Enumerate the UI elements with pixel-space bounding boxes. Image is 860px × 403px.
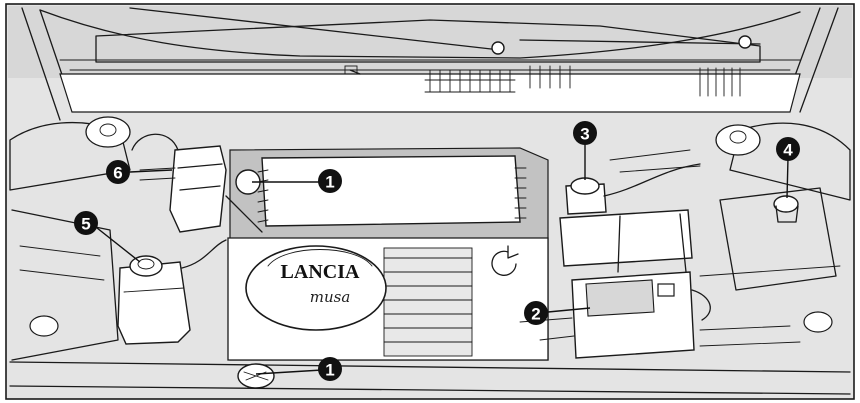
callout-1-top: 1 xyxy=(318,169,342,193)
right-lower-structure xyxy=(699,311,833,347)
callout-1-bottom: 1 xyxy=(318,357,342,381)
callout-5-label: 5 xyxy=(81,215,90,234)
coolant-reservoir xyxy=(117,239,227,345)
lancia-badge xyxy=(245,245,387,331)
callout-6-label: 6 xyxy=(113,164,122,183)
callout-3: 3 xyxy=(573,121,597,145)
cowl-panel xyxy=(59,7,801,113)
air-intake-housing xyxy=(131,133,263,233)
engine-cover: LANCIA musa xyxy=(227,147,549,361)
callout-4: 4 xyxy=(776,137,800,161)
script-text: musa xyxy=(310,288,351,306)
callout-3-label: 3 xyxy=(580,125,589,144)
callout-1-top-label: 1 xyxy=(325,173,334,192)
callout-2: 2 xyxy=(524,301,548,325)
strut-towers xyxy=(9,116,851,201)
callout-5: 5 xyxy=(74,211,98,235)
left-lower-structure xyxy=(11,209,119,361)
callout-2-label: 2 xyxy=(531,305,540,324)
front-crossmember xyxy=(9,361,851,395)
callout-1-bottom-label: 1 xyxy=(325,361,334,380)
battery xyxy=(519,209,711,359)
brand-text: LANCIA xyxy=(281,261,360,283)
callout-4-label: 4 xyxy=(783,141,793,160)
brake-fluid-reservoir xyxy=(565,149,701,215)
callout-6: 6 xyxy=(106,160,130,184)
leader-lines xyxy=(91,144,789,375)
